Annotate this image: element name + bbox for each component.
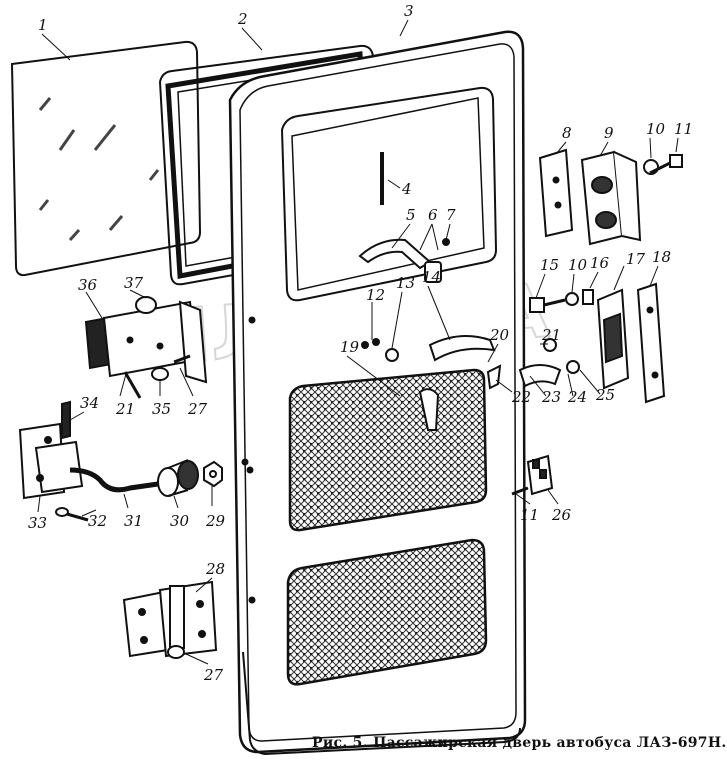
callout-number: 6 <box>428 206 438 224</box>
callout-number: 34 <box>80 394 99 412</box>
callout-number: 25 <box>595 386 615 404</box>
callout-number: 27 <box>187 400 208 418</box>
part-hinge-cap-35 <box>151 367 169 381</box>
callout-number: 15 <box>540 256 559 274</box>
callout-number: 37 <box>124 274 144 292</box>
callout-number: 19 <box>340 338 360 356</box>
callout-number: 26 <box>551 506 572 524</box>
callout-number: 11 <box>674 120 693 138</box>
part-glass-pane <box>10 40 202 277</box>
part-lock-housing <box>596 288 630 390</box>
part-hinge-cap-27b <box>167 645 185 659</box>
callout-number: 21 <box>541 326 561 344</box>
callout-number: 7 <box>446 206 456 224</box>
callout-number: 4 <box>401 180 412 198</box>
callout-number: 3 <box>404 2 414 20</box>
callout-number: 33 <box>28 514 47 532</box>
part-nut <box>203 460 223 488</box>
part-bolt <box>649 154 683 175</box>
callout-number: 14 <box>422 268 441 286</box>
part-torsion-arm <box>69 467 159 493</box>
part-bushing <box>157 459 199 497</box>
part-lock-plate <box>636 282 666 404</box>
part-striker-block <box>580 150 642 246</box>
part-lock-spacer <box>582 289 594 305</box>
callout-number: 30 <box>170 512 190 530</box>
callout-number: 36 <box>78 276 98 294</box>
callout-number: 21 <box>115 400 135 418</box>
callout-number: 18 <box>652 248 671 266</box>
part-hinge-bracket <box>18 400 84 500</box>
callout-number: 27 <box>203 666 224 684</box>
callout-number: 24 <box>567 388 587 406</box>
callout-number: 29 <box>205 512 226 530</box>
callout-number: 11 <box>520 506 539 524</box>
callout-number: 10 <box>568 256 588 274</box>
part-lower-hinge <box>122 580 218 658</box>
part-door-body <box>228 30 527 756</box>
leader-lines <box>37 19 679 665</box>
callout-number: 23 <box>541 388 561 406</box>
part-lock-washer <box>565 292 579 306</box>
callout-number: 13 <box>396 274 415 292</box>
callout-number: 17 <box>626 250 646 268</box>
callout-number: 22 <box>511 388 531 406</box>
callout-number: 1 <box>38 16 48 34</box>
part-upper-hinge <box>84 296 208 384</box>
part-inner-handle <box>358 238 450 283</box>
callout-number: 20 <box>489 326 510 344</box>
part-bolt-head-32 <box>55 507 69 517</box>
callout-number: 5 <box>406 206 416 224</box>
part-lock-bolt <box>529 297 566 313</box>
part-striker-plate <box>538 148 574 238</box>
callout-number: 2 <box>237 10 248 28</box>
callout-number: 16 <box>590 254 610 272</box>
callout-number: 12 <box>366 286 385 304</box>
part-small-striker <box>526 454 554 496</box>
callout-number: 35 <box>152 400 171 418</box>
part-bolt-11b <box>511 486 529 496</box>
part-latch-mechanism <box>361 335 580 431</box>
callout-number: 32 <box>88 512 107 530</box>
figure-caption: Рис. 5. Пассажирская дверь автобуса ЛАЗ-… <box>312 735 727 751</box>
callout-number: 9 <box>604 124 614 142</box>
callout-number: 10 <box>646 120 666 138</box>
callout-number: 31 <box>124 512 143 530</box>
callout-number: 28 <box>205 560 225 578</box>
callout-number: 8 <box>562 124 572 142</box>
part-hinge-bolt-27 <box>173 354 191 364</box>
diagram-canvas: ПЛАНЕТА <box>10 2 693 756</box>
part-hinge-pin-21 <box>123 371 142 399</box>
